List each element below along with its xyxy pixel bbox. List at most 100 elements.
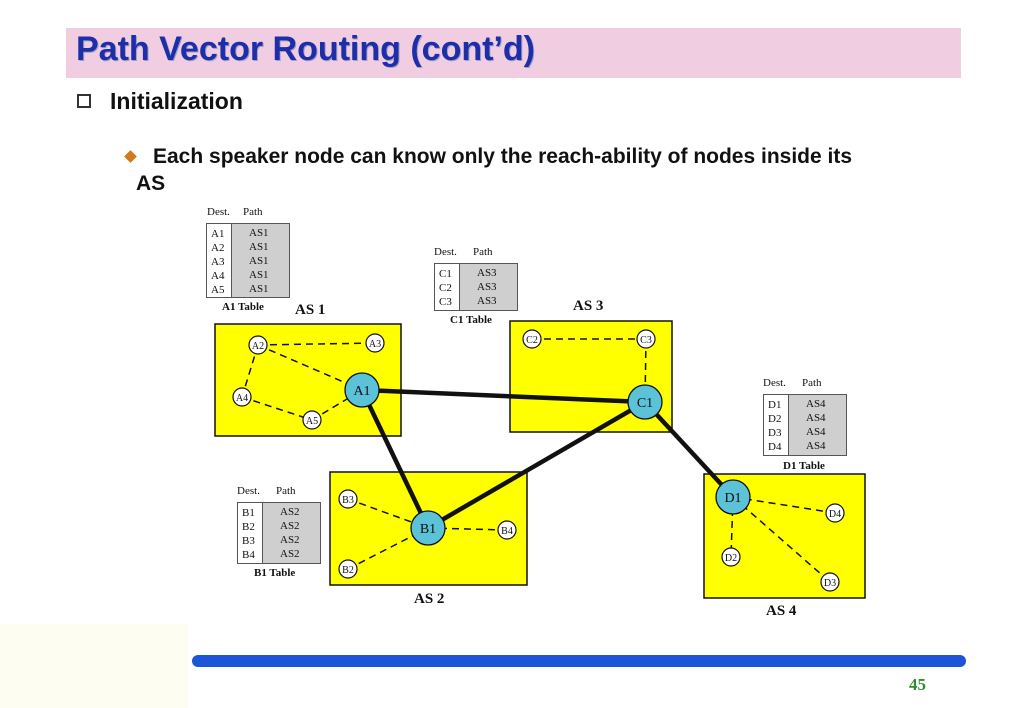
table-row-dest: B1 [242, 507, 255, 519]
table-row-dest: C3 [439, 296, 452, 308]
table-row-dest: A5 [211, 284, 225, 296]
table-row-dest: A2 [211, 242, 225, 254]
node-b4 [497, 520, 517, 540]
node-a4 [232, 387, 252, 407]
label-b2: B2 [342, 565, 354, 576]
path-header: Path [276, 485, 296, 497]
speaker-node-a1 [344, 372, 380, 408]
table-row-dest: D4 [768, 441, 782, 453]
page-number: 45 [909, 675, 926, 694]
table-row-path: AS1 [249, 269, 269, 281]
link-a2-a4 [241, 344, 259, 398]
link-a2-a1 [257, 344, 363, 391]
speaker-node-d1 [715, 479, 751, 515]
table-row-path: AS1 [249, 241, 269, 253]
table-row-path: AS3 [477, 267, 497, 279]
label-d4: D4 [829, 509, 841, 520]
table-row-path: AS2 [280, 520, 300, 532]
dest-header: Dest. [434, 246, 457, 258]
as4-label: AS 4 [766, 603, 797, 619]
link-a1-c1 [361, 387, 646, 405]
table-row-path: AS3 [477, 295, 497, 307]
node-c3 [636, 329, 656, 349]
as1-label: AS 1 [295, 302, 326, 318]
bullet-line-1: Each speaker node can know only the reac… [153, 145, 853, 168]
link-d1-d3 [732, 496, 831, 583]
square-bullet-icon [77, 94, 91, 108]
label-a2: A2 [252, 341, 264, 352]
as3-label: AS 3 [573, 298, 604, 314]
label-a5: A5 [306, 416, 318, 427]
path-header: Path [473, 246, 493, 258]
label-d3: D3 [824, 578, 836, 589]
link-b3-b1 [347, 498, 429, 529]
link-b1-c1 [426, 400, 647, 530]
table-row-path: AS3 [477, 281, 497, 293]
footer-panel [0, 624, 188, 708]
table-row-dest: D2 [768, 413, 782, 425]
label-d1: D1 [724, 491, 741, 506]
bullet-line-2: AS [136, 172, 166, 195]
label-b1: B1 [420, 522, 436, 537]
speaker-node-c1 [627, 384, 663, 420]
title-bar [66, 28, 961, 78]
dest-header: Dest. [207, 206, 230, 218]
label-a4: A4 [236, 393, 248, 404]
table-row-path: AS4 [806, 440, 826, 452]
label-a3: A3 [369, 339, 381, 350]
link-a1-b1 [359, 389, 431, 529]
node-b2 [338, 559, 358, 579]
label-b3: B3 [342, 495, 354, 506]
table-row-dest: C2 [439, 282, 452, 294]
table-caption: A1 Table [222, 301, 264, 313]
label-c1: C1 [637, 396, 653, 411]
path-header: Path [802, 377, 822, 389]
table-row-path: AS4 [806, 426, 826, 438]
table-row-path: AS1 [249, 283, 269, 295]
table-row-dest: D1 [768, 399, 782, 411]
label-c2: C2 [526, 335, 538, 346]
node-d4 [825, 503, 845, 523]
table-row-dest: B3 [242, 535, 255, 547]
node-a2 [248, 335, 268, 355]
table-row-dest: A4 [211, 270, 225, 282]
table-row-dest: D3 [768, 427, 782, 439]
node-a3 [365, 333, 385, 353]
table-row-path: AS2 [280, 548, 300, 560]
link-c1-d1 [643, 400, 735, 499]
table-row-dest: B4 [242, 549, 255, 561]
table-row-dest: A1 [211, 228, 225, 240]
table-row-path: AS2 [280, 534, 300, 546]
label-d2: D2 [725, 553, 737, 564]
link-a2-a3 [257, 342, 376, 346]
table-row-path: AS4 [806, 412, 826, 424]
slide-title: Path Vector Routing (cont’d) [76, 30, 535, 68]
as2-label: AS 2 [414, 591, 445, 607]
node-c2 [522, 329, 542, 349]
table-row-path: AS1 [249, 227, 269, 239]
table-row-dest: C1 [439, 268, 452, 280]
bullet-speaker-node: Each speaker node can know only the reac… [136, 143, 953, 197]
table-caption: B1 Table [254, 567, 296, 579]
label-a1: A1 [353, 384, 370, 399]
table-row-dest: B2 [242, 521, 255, 533]
node-b3 [338, 489, 358, 509]
label-b4: B4 [501, 526, 513, 537]
table-row-dest: A3 [211, 256, 225, 268]
label-c3: C3 [640, 335, 652, 346]
node-d2 [721, 547, 741, 567]
link-d1-d2 [730, 496, 734, 558]
table-caption: C1 Table [450, 314, 492, 326]
dest-header: Dest. [763, 377, 786, 389]
dest-header: Dest. [237, 485, 260, 497]
table-row-path: AS1 [249, 255, 269, 267]
link-a4-a5 [241, 396, 313, 421]
path-header: Path [243, 206, 263, 218]
bullet-initialization: Initialization [110, 88, 243, 114]
speaker-node-b1 [410, 510, 446, 546]
node-a5 [302, 410, 322, 430]
node-d3 [820, 572, 840, 592]
table-caption: D1 Table [783, 460, 825, 472]
table-row-path: AS2 [280, 506, 300, 518]
